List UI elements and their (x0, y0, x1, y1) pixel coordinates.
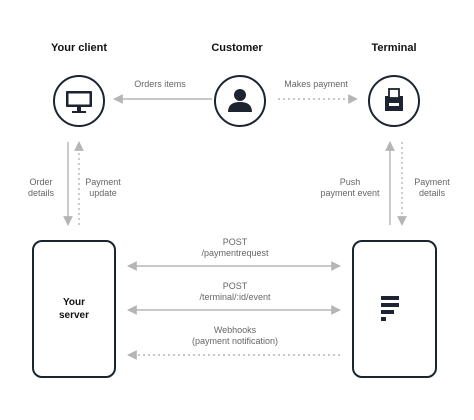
payment-update-label-line2: update (89, 188, 117, 198)
payment-details-label-line2: details (419, 188, 446, 198)
makes-payment-label: Makes payment (284, 79, 348, 89)
push-payment-event-label-line2: payment event (320, 188, 380, 198)
post-event-label-line1: POST (223, 281, 248, 291)
customer-title: Customer (211, 42, 263, 54)
post-event-label-line2: /terminal/:id/event (199, 292, 271, 302)
your-server-label-line1: Your (63, 297, 85, 308)
your-server-node: Your server (32, 240, 116, 378)
order-details-label-line1: Order (29, 177, 52, 187)
your-client-node (53, 75, 105, 127)
orders-items-label: Orders items (134, 79, 186, 89)
payment-details-label-line1: Payment (414, 177, 450, 187)
push-payment-event-label-line1: Push (340, 177, 361, 187)
post-paymentrequest-label-line1: POST (223, 237, 248, 247)
monitor-icon (66, 91, 92, 113)
webhooks-label-line1: Webhooks (214, 325, 257, 335)
terminal-node (368, 75, 420, 127)
your-client-title: Your client (51, 42, 107, 54)
payment-update-label-line1: Payment (85, 177, 121, 187)
order-details-label-line2: details (28, 188, 55, 198)
person-icon (228, 89, 252, 112)
terminal-title: Terminal (371, 42, 416, 54)
platform-node (352, 240, 437, 378)
webhooks-label-line2: (payment notification) (192, 336, 278, 346)
platform-logo-icon (381, 296, 399, 321)
payment-terminal-icon (385, 88, 403, 111)
customer-node (214, 75, 266, 127)
your-server-label-line2: server (59, 310, 89, 321)
post-paymentrequest-label-line2: /paymentrequest (201, 248, 269, 258)
